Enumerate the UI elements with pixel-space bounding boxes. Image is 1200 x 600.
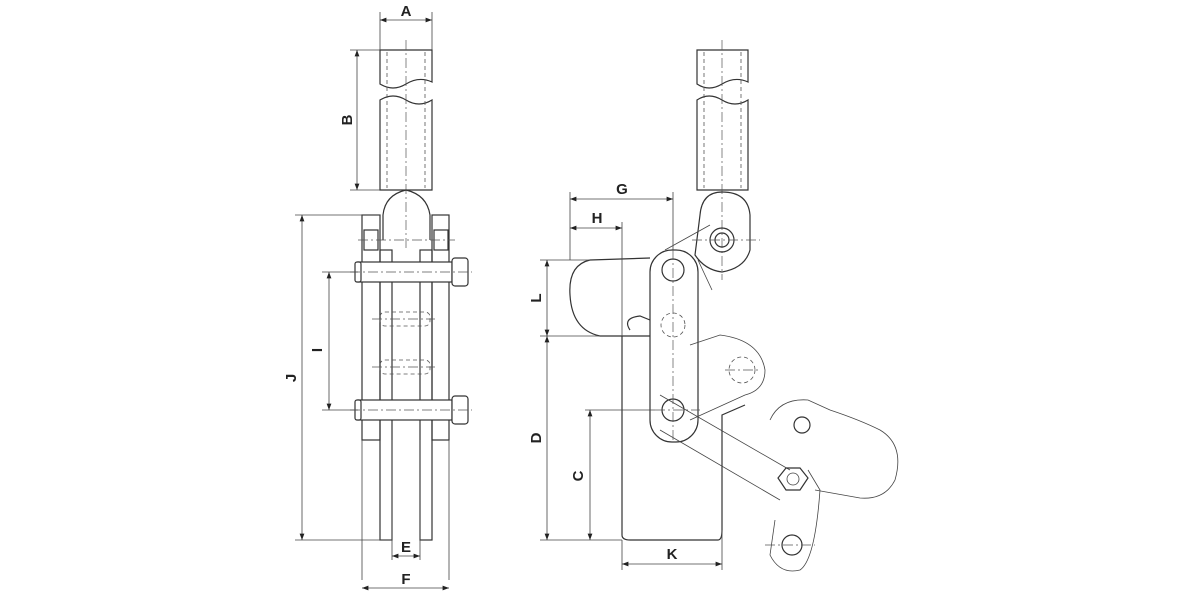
threaded-rod bbox=[379, 40, 433, 250]
dimension-k: K bbox=[621, 530, 723, 570]
dimension-e: E bbox=[391, 539, 421, 560]
svg-text:C: C bbox=[570, 470, 587, 481]
front-view: A B J I E bbox=[283, 3, 472, 591]
jaw bbox=[569, 257, 651, 337]
bolt-lower bbox=[350, 395, 472, 425]
inner-plate-right bbox=[419, 249, 433, 541]
swivel-block bbox=[694, 191, 751, 273]
svg-text:A: A bbox=[401, 3, 412, 20]
side-view: G H L D C K bbox=[528, 40, 899, 572]
svg-text:E: E bbox=[401, 539, 411, 556]
dimension-a: A bbox=[379, 3, 433, 50]
dimension-c: C bbox=[570, 409, 655, 540]
dimension-d: D bbox=[528, 336, 622, 541]
pivot-4 bbox=[728, 356, 756, 384]
handle bbox=[769, 399, 899, 499]
dimension-f: F bbox=[362, 571, 449, 591]
swivel-head bbox=[382, 189, 431, 240]
main-link bbox=[649, 249, 699, 443]
hex-nut bbox=[777, 467, 809, 491]
dimension-g: G bbox=[569, 181, 674, 260]
dimension-h: H bbox=[570, 210, 623, 336]
dimension-i: I bbox=[309, 271, 358, 411]
svg-text:H: H bbox=[592, 210, 603, 227]
lower-link bbox=[769, 469, 821, 572]
dimension-l: L bbox=[528, 259, 600, 337]
dimension-j: J bbox=[283, 214, 392, 541]
svg-text:L: L bbox=[528, 293, 545, 302]
svg-text:J: J bbox=[283, 374, 300, 382]
bolt-upper bbox=[350, 257, 472, 287]
svg-text:G: G bbox=[616, 181, 628, 198]
svg-text:K: K bbox=[667, 546, 678, 563]
svg-text:F: F bbox=[401, 571, 410, 588]
inner-plate-left bbox=[379, 249, 393, 541]
svg-text:D: D bbox=[528, 432, 545, 443]
dimension-b: B bbox=[339, 49, 380, 191]
svg-text:B: B bbox=[339, 114, 356, 125]
threaded-rod-side bbox=[696, 40, 749, 280]
svg-text:I: I bbox=[309, 348, 326, 352]
